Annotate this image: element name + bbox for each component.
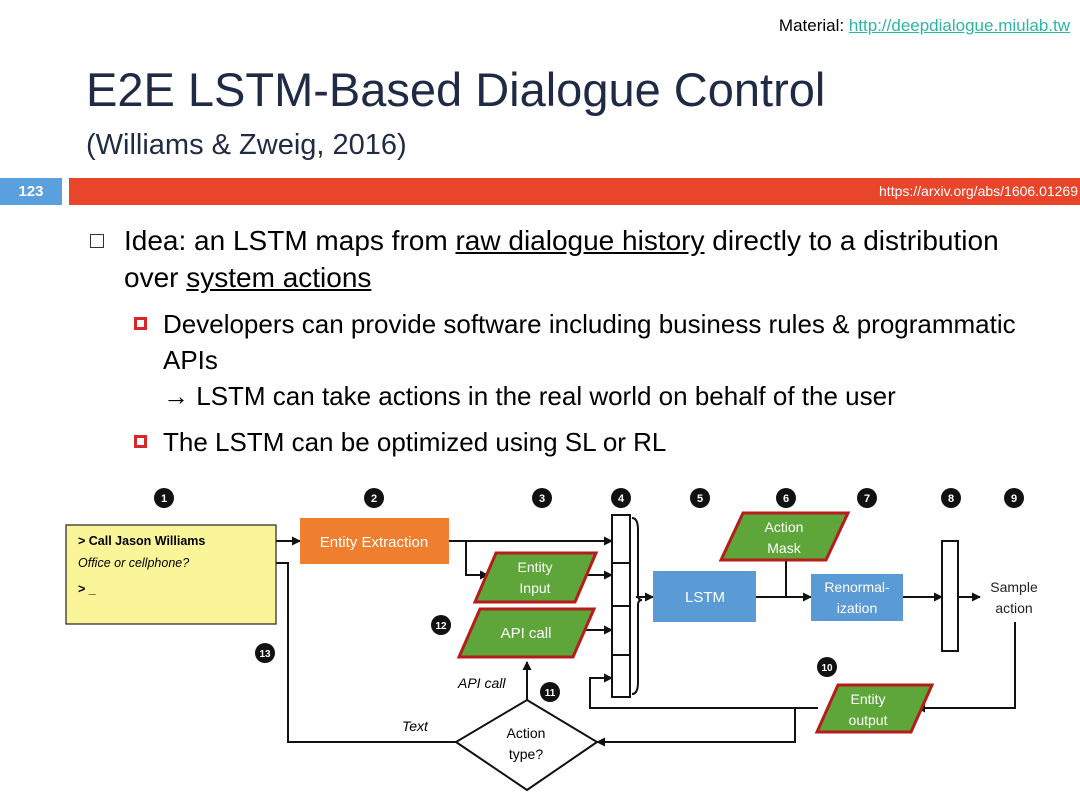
entity-extraction-box [300,518,449,564]
bullet-sub-1-arrow-text: LSTM can take actions in the real world … [196,381,896,411]
svg-text:8: 8 [948,493,954,505]
action-mask-label-2: Mask [767,540,801,556]
step-2-marker: 2 [364,488,384,508]
svg-text:2: 2 [371,493,377,505]
lstm-box [653,571,756,622]
filled-square-bullet-icon [134,317,147,330]
svg-text:10: 10 [821,663,833,674]
filled-square-bullet-icon [134,435,147,448]
arxiv-link[interactable]: https://arxiv.org/abs/1606.01269 [879,183,1078,199]
svg-text:13: 13 [259,649,271,660]
lstm-label: LSTM [685,589,725,606]
architecture-diagram: > Call Jason Williams Office or cellphon… [65,488,1038,792]
bullet-sub-1-text: Developers can provide software includin… [163,309,1016,375]
bullet-sub-1: Developers can provide software includin… [134,306,1063,414]
renormalization-label-2: ization [837,600,877,616]
sample-action-label-1: Sample [990,579,1038,595]
text-edge-label: Text [402,718,429,734]
svg-text:11: 11 [545,688,556,699]
terminal-line-2: Office or cellphone? [78,556,189,570]
svg-text:1: 1 [161,493,167,505]
step-1-marker: 1 [154,488,174,508]
hollow-square-bullet-icon [90,234,104,248]
api-call-box-label: API call [501,625,552,642]
bullet-sub-2-text: The LSTM can be optimized using SL or RL [163,427,667,457]
action-mask-label-1: Action [765,519,804,535]
action-type-label-2: type? [509,746,543,762]
bullet-main: Idea: an LSTM maps from raw dialogue his… [90,222,1054,296]
bullet-main-text-1: Idea: an LSTM maps from [124,225,456,256]
svg-text:4: 4 [618,493,625,505]
svg-text:5: 5 [697,493,703,505]
slide-subtitle: (Williams & Zweig, 2016) [86,129,407,161]
renormalization-label-1: Renormal- [824,579,890,595]
right-arrow-icon: → [163,381,189,411]
terminal-line-3: > _ [78,582,97,596]
material-credit: Material: http://deepdialogue.miulab.tw [779,16,1070,36]
api-call-edge-label: API call [457,675,506,691]
step-13-marker: 13 [255,643,275,663]
step-11-marker: 11 [540,682,560,702]
step-7-marker: 7 [857,488,877,508]
entity-output-label-1: Entity [850,691,885,707]
api-call-box [456,607,597,659]
entity-extraction-label: Entity Extraction [320,534,428,551]
step-5-marker: 5 [690,488,710,508]
connectors [249,536,1016,747]
svg-text:3: 3 [539,493,545,505]
action-mask-box [718,511,851,562]
entity-output-box [814,683,935,734]
action-type-diamond [454,698,599,792]
entity-input-box [472,551,599,604]
entity-input-label-2: Input [519,580,550,596]
bullet-main-underline-1: raw dialogue history [455,225,705,256]
sample-action-label-2: action [995,600,1032,616]
step-10-marker: 10 [817,657,837,677]
bullet-main-underline-2: system actions [186,262,372,293]
svg-text:9: 9 [1011,493,1017,505]
entity-output-label-2: output [849,712,888,728]
header-bar [69,178,1080,205]
bullet-sub-2: The LSTM can be optimized using SL or RL [134,424,1063,460]
step-12-marker: 12 [431,615,451,635]
feature-vector [611,514,643,698]
terminal-box: > Call Jason Williams Office or cellphon… [65,524,277,625]
step-markers: 1 2 3 4 5 6 7 8 9 10 11 12 13 [154,488,1024,702]
renormalization-box [811,574,903,621]
step-9-marker: 9 [1004,488,1024,508]
step-4-marker: 4 [611,488,631,508]
material-link[interactable]: http://deepdialogue.miulab.tw [848,16,1070,35]
action-type-label-1: Action [507,725,546,741]
svg-text:6: 6 [783,493,789,505]
material-label: Material: [778,16,845,35]
slide-title: E2E LSTM-Based Dialogue Control [86,63,826,116]
terminal-line-1: > Call Jason Williams [78,534,205,548]
probability-vector [941,540,959,652]
step-8-marker: 8 [941,488,961,508]
svg-text:7: 7 [864,493,870,505]
slide-number: 123 [0,178,62,205]
svg-text:12: 12 [435,621,447,632]
bullet-sub-1-arrow-line: → LSTM can take actions in the real worl… [163,378,1063,414]
step-3-marker: 3 [532,488,552,508]
step-6-marker: 6 [776,488,796,508]
entity-input-label-1: Entity [517,559,552,575]
bullet-main-text-2: directly to a distribution over [124,225,999,293]
